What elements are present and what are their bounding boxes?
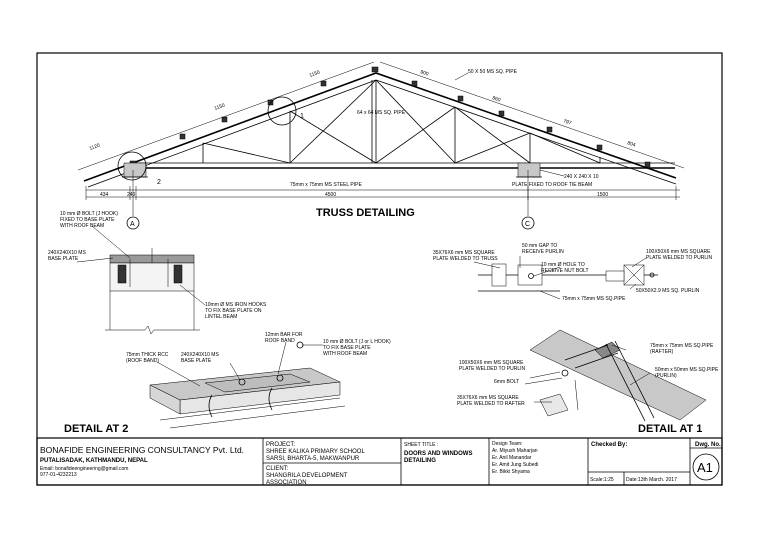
d1-gap-1: 50 mm GAP TO [522, 243, 557, 249]
d1-hole-2: RECEIVE NUT BOLT [541, 268, 589, 274]
dim-4500: 4500 [325, 192, 336, 198]
truss-elevation: 2 1 1120 1150 1150 900 860 797 804 50 X … [77, 61, 685, 230]
d1-sq100b-2: PLATE WELDED TO PURLIN [459, 366, 526, 372]
d2-bar-note-1: 12mm BAR FOR [265, 332, 303, 338]
d2-bolt2-note-2: TO FIX BASE PLATE [323, 345, 371, 351]
client-line-1: SHANGRILA DEVELOPMENT [266, 473, 348, 479]
company-address: PUTALISADAK, KATHMANDU, NEPAL [40, 458, 148, 464]
d2-rcc-note-1: 75mm THICK RCC [126, 352, 169, 358]
d2-hook-note-3: LINTEL BEAM [205, 314, 237, 320]
dim-797: 797 [562, 118, 572, 126]
d2-rcc-note-2: (ROOF BAND) [126, 358, 159, 364]
dim-1150-upper: 1150 [309, 69, 321, 78]
detail-marker-1: 1 [300, 113, 304, 120]
company-phone: 977-01-4232213 [40, 472, 77, 478]
design-team-member-2: Er. Anil Manandar [492, 455, 532, 461]
d2-bolt-note-1: 10 mm Ø BOLT (J HOOK) [60, 211, 118, 217]
project-line-2: SARSI, BHARTA-5, MAKWANPUR [266, 456, 360, 462]
d2-base-plate-1: 240X240X10 MS [48, 250, 86, 256]
d1-sq35b-1: 35X76X6 mm MS SQUARE [457, 395, 519, 401]
dim-860: 860 [491, 95, 501, 103]
detail-marker-2: 2 [157, 179, 161, 186]
project-line-1: SHREE KALIKA PRIMARY SCHOOL [266, 449, 365, 455]
d1-gap-2: RECEIVE PURLIN [522, 249, 564, 255]
detail-1-title: DETAIL AT 1 [638, 423, 702, 435]
d2-bolt2-note-3: WITH ROOF BEAM [323, 351, 367, 357]
d2-plate-note-1: 240X240X10 MS [181, 352, 219, 358]
label-50x50-pipe: 50 X 50 MS SQ. PIPE [468, 69, 518, 75]
sheet-title-line-2: DETAILING [404, 458, 436, 464]
d1-rafter-1: 75mm x 75mm MS SQ.PIPE [650, 343, 714, 349]
d1-hole-1: 10 mm Ø HOLE TO [541, 262, 585, 268]
design-team-member-1: Ar. Miyush Maharjan [492, 448, 538, 454]
design-team-member-3: Er. Amit Jung Subedi [492, 462, 538, 468]
grid-marker-c: C [525, 221, 530, 228]
detail-1: 35X76X6 mm MS SQUARE PLATE WELDED TO TRU… [433, 243, 719, 435]
sheet-title-line-1: DOORS AND WINDOWS [404, 451, 472, 457]
d1-sq35-1: 35X76X6 mm MS SQUARE [433, 250, 495, 256]
dim-1500: 1500 [597, 192, 608, 198]
dwg-no: A1 [697, 460, 713, 475]
client-line-2: ASSOCIATION [266, 480, 307, 486]
d1-purlin50-2: (PURLIN) [655, 373, 677, 379]
label-64x64-pipe: 64 x 64 MS SQ. PIPE [357, 110, 406, 116]
d1-sq100b-1: 100X50X6 mm MS SQUARE [459, 360, 524, 366]
d2-plate-note-2: BASE PLATE [181, 358, 212, 364]
label-steel-pipe: 75mm x 75mm MS STEEL PIPE [290, 182, 362, 188]
dim-240: 240 [127, 192, 136, 198]
checked-by-label: Checked By: [591, 442, 627, 448]
label-plate-size: 240 X 240 X 10 [564, 174, 599, 180]
design-team-member-4: Er. Bikki Shyama [492, 469, 530, 475]
d1-purlin-section: 50X50X2.9 MS SQ. PURLIN [636, 288, 700, 294]
d1-sq100-2: PLATE WELDED TO PURLIN [646, 255, 713, 261]
label-plate-fixed: PLATE FIXED TO ROOF TIE BEAM [512, 182, 592, 188]
detail-2-title: DETAIL AT 2 [64, 423, 128, 435]
dim-434: 434 [100, 192, 109, 198]
d2-bar-note-2: ROOF BAND [265, 338, 295, 344]
company-email: Email: bonafideengineering@gmail.com [40, 466, 128, 472]
dim-1120: 1120 [89, 142, 101, 151]
d2-bolt2-note-1: 10 mm Ø BOLT (J or L HOOK) [323, 339, 391, 345]
d1-rafter-2: (RAFTER) [650, 349, 674, 355]
d2-hook-note-2: TO FIX BASE PLATE ON [205, 308, 262, 314]
d2-base-plate-2: BASE PLATE [48, 256, 79, 262]
d2-bolt-note-2: FIXED TO BASE PLATE [60, 217, 115, 223]
grid-marker-a: A [130, 221, 135, 228]
d1-pipe75: 75mm x 75mm MS SQ.PIPE [562, 296, 626, 302]
d1-sq35b-2: PLATE WELDED TO RAFTER [457, 401, 525, 407]
d1-sq100-1: 100X50X6 mm MS SQUARE [646, 249, 711, 255]
d1-purlin50-1: 50mm x 50mm MS SQ.PIPE [655, 367, 719, 373]
truss-title: TRUSS DETAILING [316, 207, 415, 219]
company-name: BONAFIDE ENGINEERING CONSULTANCY Pvt. Lt… [40, 445, 244, 455]
client-label: CLIENT: [266, 466, 289, 472]
dim-900: 900 [419, 69, 429, 77]
date-label: Date:13th March. 2017 [626, 477, 677, 483]
scale-label: Scale:1:25 [590, 477, 614, 483]
project-label: PROJECT: [266, 442, 295, 448]
d1-sq35-2: PLATE WELDED TO TRUSS [433, 256, 498, 262]
d2-bolt-note-3: WITH ROOF BEAM [60, 223, 104, 229]
dim-804: 804 [626, 140, 636, 148]
d1-bolt: 6mm BOLT [494, 379, 519, 385]
dwg-no-label: Dwg. No. [695, 442, 721, 448]
sheet-title-label: SHEET TITLE : [404, 442, 438, 448]
title-block: BONAFIDE ENGINEERING CONSULTANCY Pvt. Lt… [36, 437, 723, 486]
detail-2: 10 mm Ø BOLT (J HOOK) FIXED TO BASE PLAT… [48, 211, 391, 435]
design-team-label: Design Team: [492, 441, 522, 447]
dim-1150-lower: 1150 [214, 102, 226, 111]
d2-hook-note-1: 10mm Ø MS IRON HOOKS [205, 302, 267, 308]
